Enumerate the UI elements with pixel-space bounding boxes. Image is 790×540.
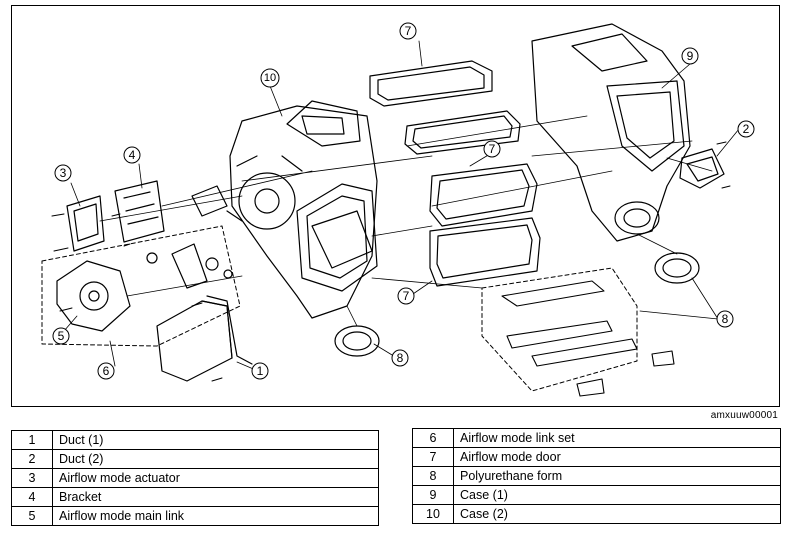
svg-text:8: 8 [397, 351, 404, 365]
legend-label: Airflow mode door [453, 447, 781, 467]
legend-label: Bracket [52, 487, 379, 507]
svg-text:6: 6 [103, 364, 110, 378]
callout-8-left: 8 [391, 349, 409, 367]
callout-1: 1 [251, 362, 269, 380]
legend-label: Airflow mode link set [453, 428, 781, 448]
legend-label: Polyurethane form [453, 466, 781, 486]
legend-label: Case (1) [453, 485, 781, 505]
svg-text:10: 10 [264, 72, 276, 84]
seal-strips [501, 280, 675, 397]
legend-number: 6 [412, 428, 454, 448]
legend-number: 7 [412, 447, 454, 467]
leader-lines [63, 40, 740, 372]
alignment-lines [99, 115, 713, 327]
polyurethane-form-left [334, 325, 380, 357]
callout-7-bottom: 7 [397, 287, 415, 305]
callout-5: 5 [52, 327, 70, 345]
svg-text:7: 7 [403, 289, 410, 303]
legend-label: Airflow mode actuator [52, 468, 379, 488]
callout-7-middle: 7 [483, 140, 501, 158]
bracket [114, 180, 165, 243]
diagram-drawing: 1 2 3 4 5 6 7 7 7 8 8 9 10 [41, 22, 755, 397]
legend-label: Airflow mode main link [52, 506, 379, 526]
svg-text:2: 2 [743, 122, 750, 136]
callout-9: 9 [681, 47, 699, 65]
legend-number: 10 [412, 504, 454, 524]
callout-7-top: 7 [399, 22, 417, 40]
svg-text:7: 7 [489, 142, 496, 156]
callout-3: 3 [54, 164, 72, 182]
legend-label: Duct (1) [52, 430, 379, 450]
legend-label: Duct (2) [52, 449, 379, 469]
airflow-mode-actuator [66, 195, 105, 252]
legend-number: 2 [11, 449, 53, 469]
legend-number: 9 [412, 485, 454, 505]
legend-number: 1 [11, 430, 53, 450]
callout-8-right: 8 [716, 310, 734, 328]
callout-10: 10 [260, 68, 280, 88]
polyurethane-form-right [654, 252, 700, 284]
link-set-parts [146, 185, 233, 289]
figure-code: amxuuw00001 [710, 410, 778, 421]
airflow-mode-door-middle [404, 110, 521, 155]
legend-number: 5 [11, 506, 53, 526]
case-2-outlet-frame [296, 183, 378, 292]
svg-text:5: 5 [58, 329, 65, 343]
duct-2 [679, 148, 725, 189]
airflow-mode-door-top [369, 60, 493, 107]
callout-2: 2 [737, 120, 755, 138]
svg-text:7: 7 [405, 24, 412, 38]
svg-text:3: 3 [60, 166, 67, 180]
legend-number: 8 [412, 466, 454, 486]
airflow-mode-main-link [56, 260, 131, 332]
airflow-mode-door-bottom [429, 217, 541, 287]
case-2 [226, 100, 378, 319]
svg-text:1: 1 [257, 364, 264, 378]
legend-number: 3 [11, 468, 53, 488]
seal-group-outline [481, 267, 638, 392]
screws [51, 141, 731, 382]
duct-1 [156, 295, 253, 382]
callout-6: 6 [97, 362, 115, 380]
airflow-mode-door-lower [429, 163, 538, 227]
legend-label: Case (2) [453, 504, 781, 524]
callout-4: 4 [123, 146, 141, 164]
svg-text:4: 4 [129, 148, 136, 162]
link-set-group-outline [41, 225, 241, 347]
svg-text:8: 8 [722, 312, 729, 326]
case-1 [531, 23, 691, 242]
svg-text:9: 9 [687, 49, 694, 63]
legend-number: 4 [11, 487, 53, 507]
exploded-view-diagram: 1 2 3 4 5 6 7 7 7 8 8 9 10 [11, 5, 780, 407]
